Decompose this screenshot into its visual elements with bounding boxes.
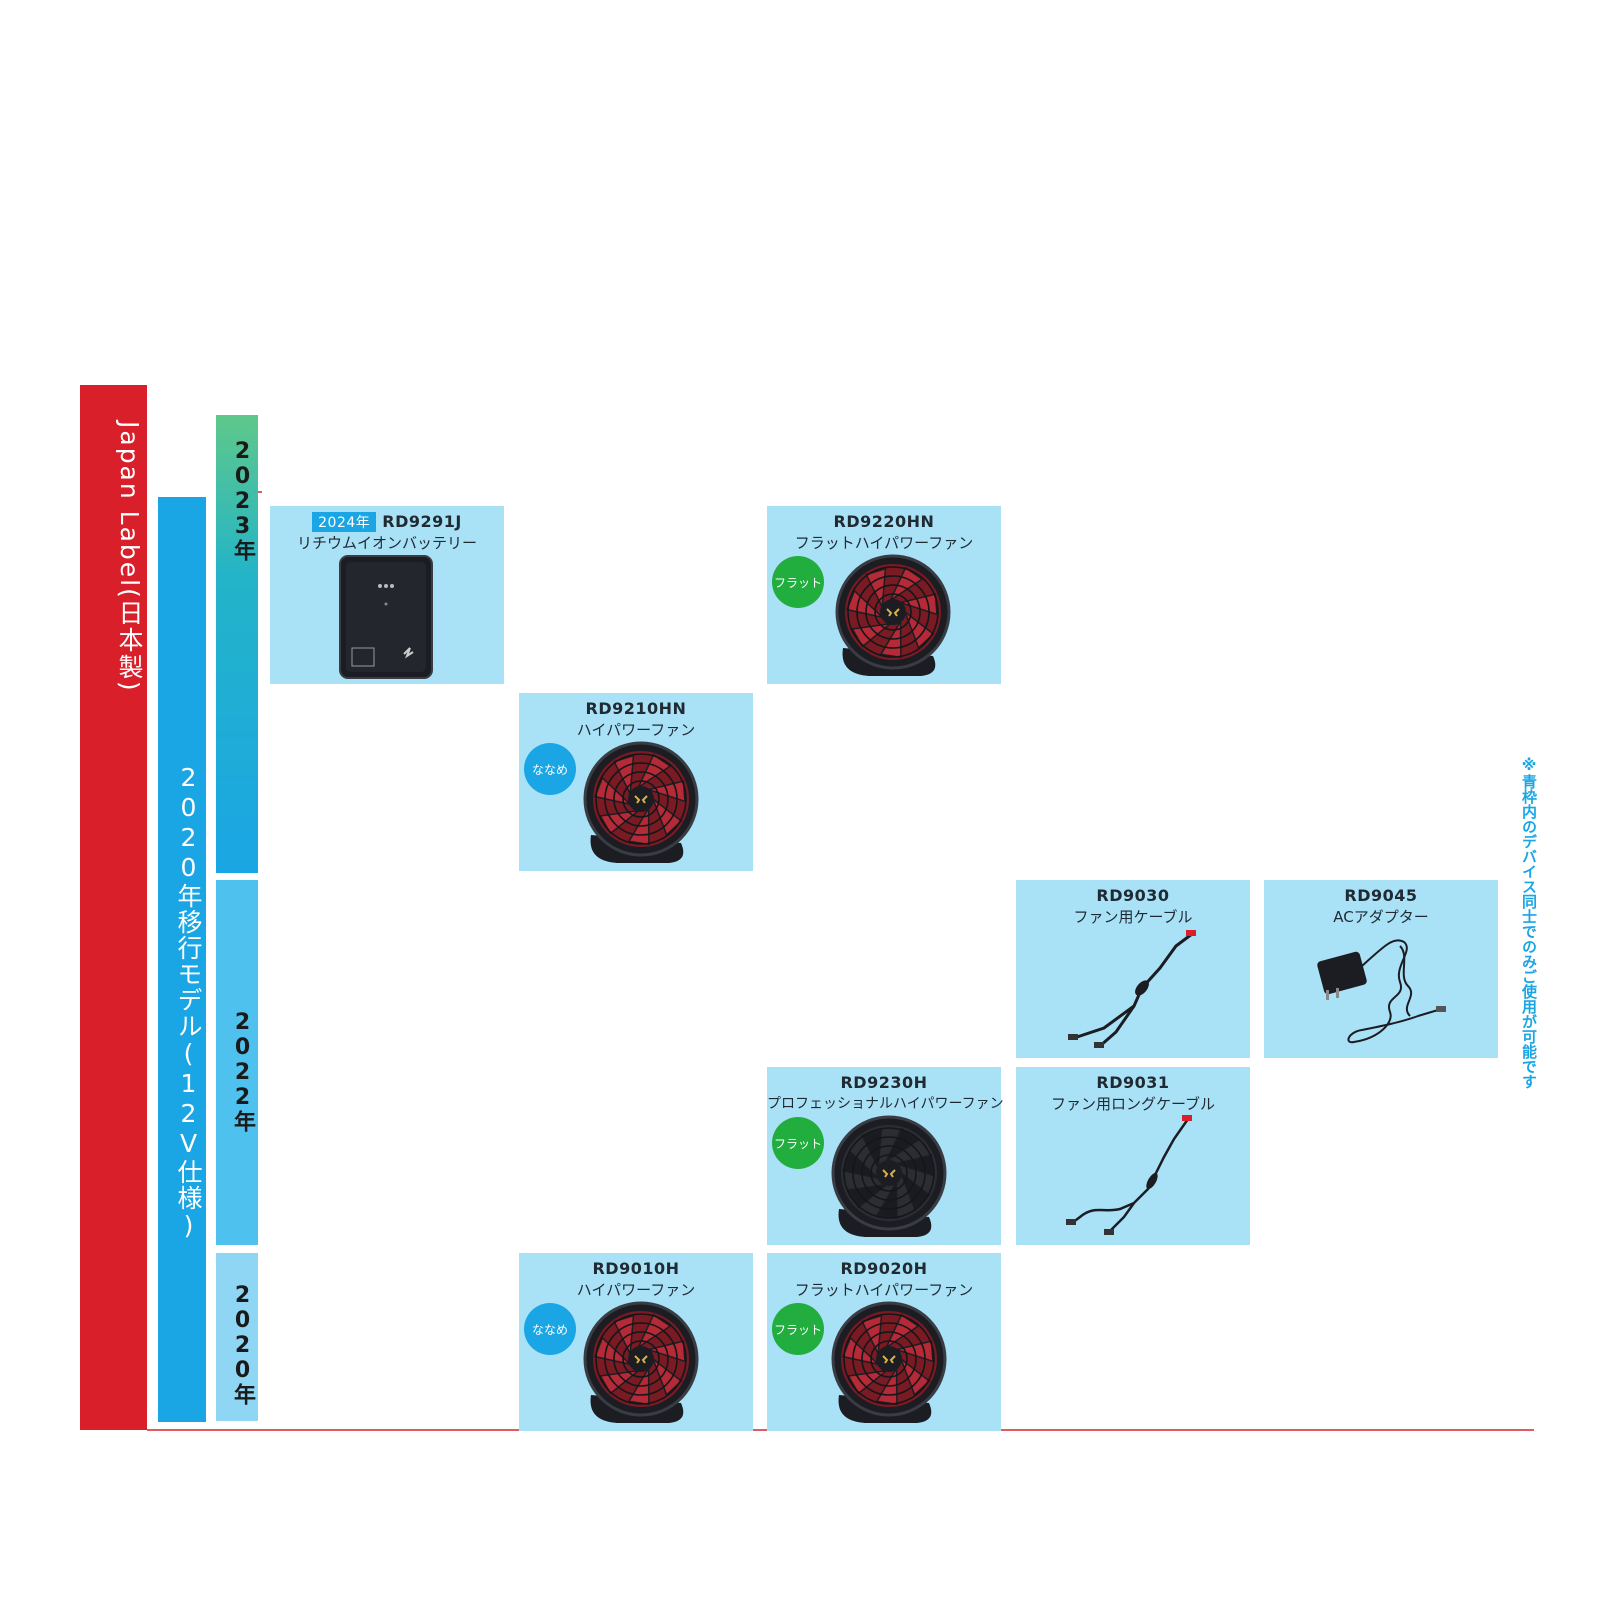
- year-badge: 2024年: [312, 512, 377, 532]
- product-code-line: 2024年 RD9291J: [270, 512, 504, 532]
- fan-image: [583, 741, 699, 863]
- timeline-tick: [258, 491, 262, 493]
- year-2022-label: 2022年: [230, 1010, 255, 1132]
- product-code: RD9220HN: [833, 512, 935, 531]
- product-name: ハイパワーファン: [576, 721, 696, 739]
- product-code: RD9030: [1096, 886, 1170, 905]
- product-name: フラットハイパワーファン: [794, 1281, 974, 1299]
- product-card-rd9291j[interactable]: 2024年 RD9291J リチウムイオンバッテリー: [270, 506, 504, 684]
- product-card-rd9010h[interactable]: RD9010H ハイパワーファン ななめ: [519, 1253, 753, 1431]
- product-name: ファン用ケーブル: [1073, 908, 1193, 926]
- product-name: プロフェッショナルハイパワーファン: [767, 1096, 1004, 1112]
- product-name: ハイパワーファン: [576, 1281, 696, 1299]
- product-card-rd9045[interactable]: RD9045 ACアダプター: [1264, 880, 1498, 1058]
- product-code: RD9291J: [382, 512, 462, 531]
- product-name: リチウムイオンバッテリー: [296, 534, 477, 552]
- product-card-rd9020h[interactable]: RD9020H フラットハイパワーファン フラット: [767, 1253, 1001, 1431]
- japan-label-text: Japan Label(日本製): [115, 421, 144, 693]
- type-badge-flat: フラット: [772, 1303, 824, 1355]
- ac-adapter-image: [1317, 939, 1446, 1044]
- fan-image: [835, 554, 951, 676]
- year-2023-label: 2023年: [230, 439, 255, 561]
- product-code: RD9045: [1344, 886, 1418, 905]
- product-card-rd9220hn[interactable]: RD9220HN フラットハイパワーファン フラット: [767, 506, 1001, 684]
- type-badge-naname: ななめ: [524, 1303, 576, 1355]
- product-code: RD9010H: [592, 1259, 680, 1278]
- year-2020-bar: 2020年: [216, 1253, 258, 1421]
- fan-image: [831, 1115, 947, 1237]
- cable-image: [1066, 1115, 1192, 1235]
- year-2022-bar: 2022年: [216, 880, 258, 1245]
- year-2023-bar: 2023年: [216, 415, 258, 873]
- product-card-rd9031[interactable]: RD9031 ファン用ロングケーブル: [1016, 1067, 1250, 1245]
- product-code: RD9210HN: [585, 699, 687, 718]
- type-badge-flat: フラット: [772, 1117, 824, 1169]
- product-name: ACアダプター: [1333, 908, 1429, 926]
- product-name: ファン用ロングケーブル: [1050, 1095, 1216, 1113]
- fan-image: [831, 1301, 947, 1423]
- product-card-rd9210hn[interactable]: RD9210HN ハイパワーファン ななめ: [519, 693, 753, 871]
- year-2020-label: 2020年: [230, 1283, 255, 1405]
- product-code: RD9020H: [840, 1259, 928, 1278]
- type-badge-flat: フラット: [772, 556, 824, 608]
- japan-label-bar: Japan Label(日本製): [80, 385, 147, 1430]
- model-2020-text: 2020年移行モデル(12V仕様): [174, 763, 203, 1241]
- cable-image: [1068, 930, 1196, 1048]
- product-name: フラットハイパワーファン: [794, 534, 974, 552]
- product-card-rd9230h[interactable]: RD9230H プロフェッショナルハイパワーファン フラット: [767, 1067, 1004, 1245]
- compatibility-note: ※青枠内のデバイス同士でのみご使用が可能です: [1520, 756, 1538, 1089]
- model-2020-bar: 2020年移行モデル(12V仕様): [158, 497, 206, 1422]
- fan-image: [583, 1301, 699, 1423]
- type-badge-naname: ななめ: [524, 743, 576, 795]
- product-code: RD9230H: [840, 1073, 928, 1092]
- product-card-rd9030[interactable]: RD9030 ファン用ケーブル: [1016, 880, 1250, 1058]
- battery-pack-image: [339, 555, 433, 679]
- product-code: RD9031: [1096, 1073, 1170, 1092]
